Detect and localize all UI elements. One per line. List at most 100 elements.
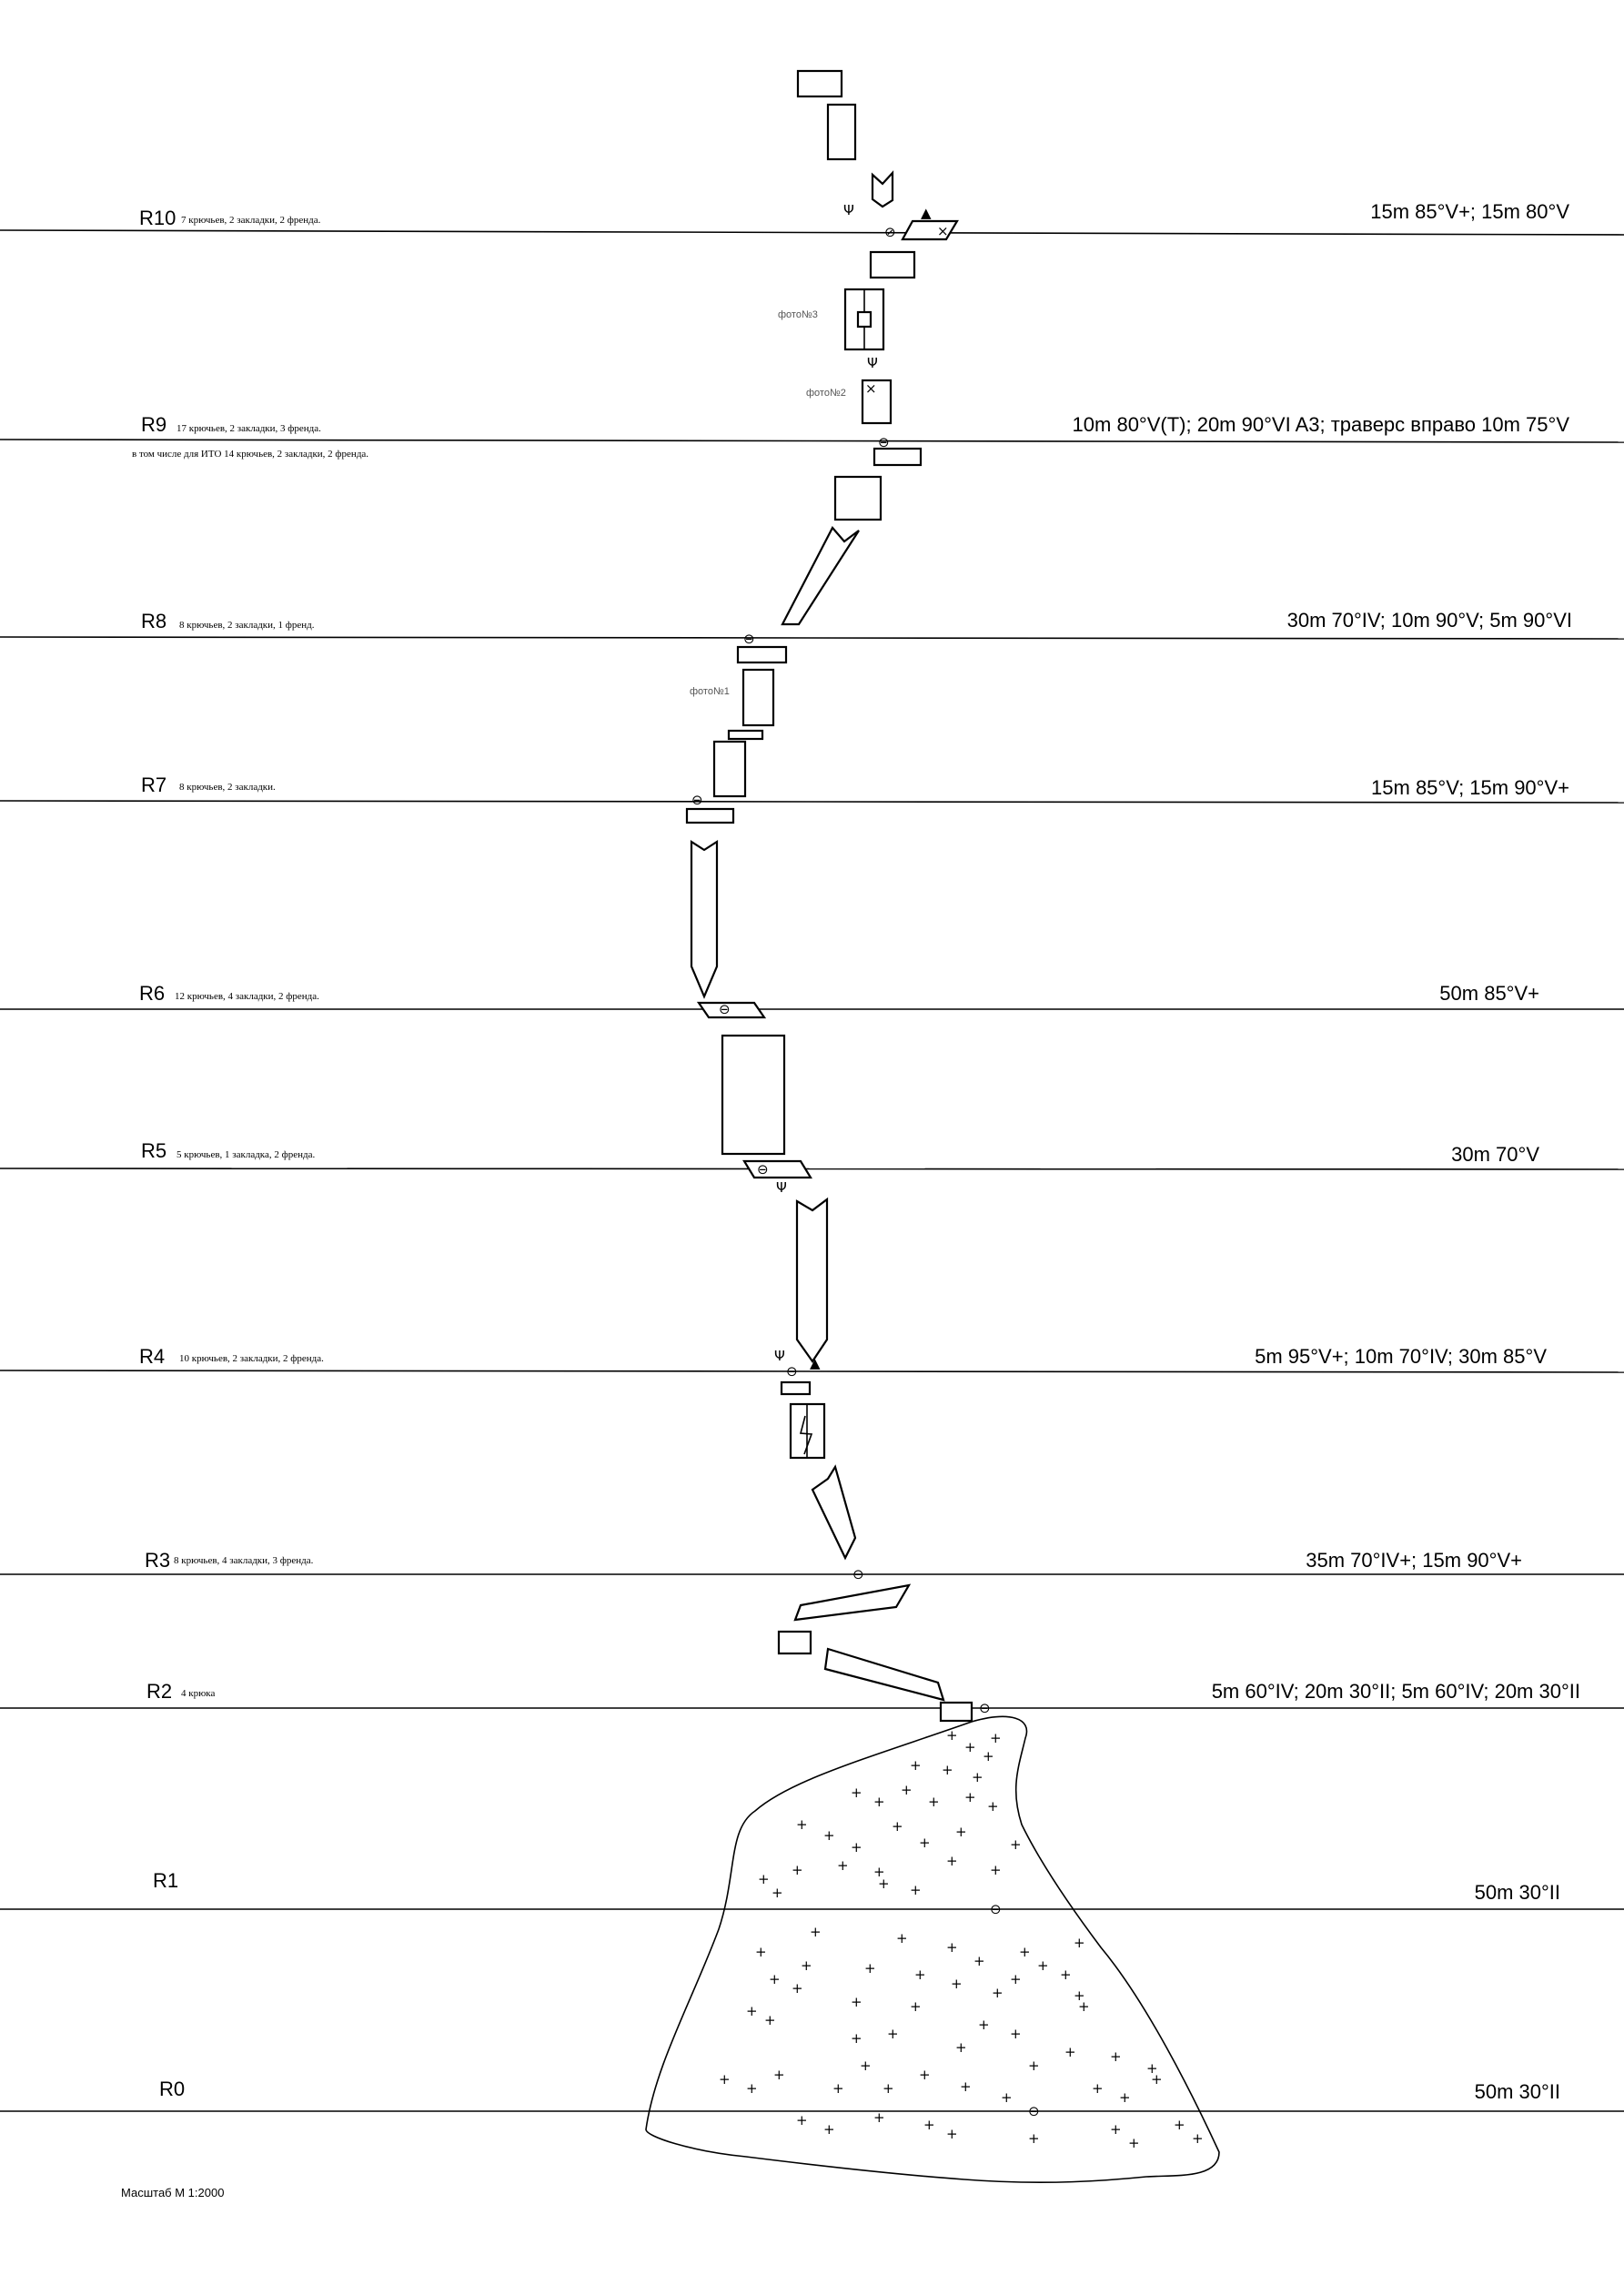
scree-cross-icon: +	[823, 1827, 835, 1844]
scree-cross-icon: +	[983, 1748, 994, 1764]
scree-cross-icon: +	[1110, 2121, 1122, 2138]
scree-cross-icon: +	[1119, 2089, 1131, 2106]
ledge	[736, 645, 788, 664]
pitch-label-r3: R3	[145, 1549, 170, 1572]
scree-cross-icon: +	[990, 1730, 1002, 1746]
scree-cross-icon: +	[910, 1998, 922, 2015]
rock-block	[869, 250, 916, 279]
scree-cross-icon: +	[810, 1924, 822, 1940]
pitch-label-r7: R7	[141, 774, 166, 796]
ledge	[939, 1701, 973, 1723]
scree-cross-icon: +	[873, 2109, 885, 2126]
photo-label-3: фото№3	[778, 309, 818, 320]
pitch-line-r7	[0, 800, 1624, 804]
scree-cross-icon: +	[1174, 2117, 1185, 2133]
chimney-crack	[781, 526, 860, 626]
overhang-roof-icon	[696, 1001, 767, 1019]
scree-cross-icon: +	[946, 1853, 958, 1869]
pitch-line-r4	[0, 1370, 1624, 1373]
scree-cross-icon: +	[964, 1789, 976, 1805]
crack-line	[799, 1415, 813, 1455]
scree-cross-icon: +	[1128, 2135, 1140, 2151]
scree-cross-icon: +	[1037, 1957, 1049, 1974]
pitch-desc-r8: 30m 70°IV; 10m 90°V; 5m 90°VI	[1287, 609, 1572, 632]
scree-cross-icon: +	[887, 2026, 899, 2042]
pitch-descriptions: 15m 85°V+; 15m 80°V 10m 80°V(T); 20m 90°…	[1073, 200, 1580, 2103]
scree-cross-icon: +	[973, 1953, 985, 1969]
pitch-label-r1: R1	[153, 1869, 178, 1892]
pitch-label-r6: R6	[139, 982, 165, 1005]
scree-cross-icon: +	[851, 1839, 862, 1855]
scree-cross-icon: +	[1110, 2048, 1122, 2065]
pitch-labels: R10 7 крючьев, 2 закладки, 2 френда. R9 …	[132, 207, 368, 2100]
ledge	[727, 729, 764, 741]
scree-cross-icon: +	[860, 2058, 872, 2074]
scree-cross-icon: +	[992, 1985, 1004, 2001]
scree-cross-icon: +	[769, 1971, 781, 1987]
scree-cross-icon: +	[837, 1857, 849, 1874]
rock-block	[796, 69, 843, 98]
scree-cross-icon: +	[951, 1976, 963, 1992]
scree-cross-icon: +	[796, 1816, 808, 1833]
pitch-desc-r2: 5m 60°IV; 20m 30°II; 5m 60°IV; 20m 30°II	[1212, 1680, 1580, 1703]
scree-cross-icon: +	[923, 2117, 935, 2133]
pitch-desc-r10: 15m 85°V+; 15m 80°V	[1370, 200, 1569, 223]
crack-corner	[712, 740, 747, 798]
scree-cross-icon: +	[1010, 1971, 1022, 1987]
pitch-desc-r7: 15m 85°V; 15m 90°V+	[1371, 776, 1569, 799]
scree-cross-icon: +	[1010, 1836, 1022, 1853]
belay-station-icon: ⊖	[1028, 2103, 1040, 2119]
crack-corner	[721, 1034, 786, 1156]
pitch-desc-r9: 10m 80°V(T); 20m 90°VI A3; траверс вправ…	[1073, 413, 1570, 436]
scree-cross-icon: +	[746, 2003, 758, 2019]
snow-slope-icon	[645, 1715, 1220, 2184]
pitch-note-r9: 17 крючьев, 2 закладки, 3 френда.	[177, 423, 321, 434]
piton-icon: ▲	[921, 205, 932, 221]
pitch-line-r10	[0, 229, 1624, 236]
scree-cross-icon: +	[772, 1885, 783, 1901]
chimney-crack	[811, 1464, 857, 1561]
pitch-note-r4: 10 крючьев, 2 закладки, 2 френда.	[179, 1353, 324, 1364]
pitch-desc-r1: 50m 30°II	[1475, 1881, 1560, 1904]
ledge	[780, 1380, 812, 1396]
tree-icon: Ψ	[776, 1179, 787, 1196]
belay-station-icon: ⊖	[743, 631, 755, 647]
scree-cross-icon: +	[873, 1864, 885, 1880]
scree-cross-icon: +	[1074, 1987, 1085, 2004]
scree-cross-icon: +	[914, 1967, 926, 1983]
scree-cross-icon: +	[801, 1957, 812, 1974]
pitch-line-r5	[0, 1168, 1624, 1170]
pitch-desc-r3: 35m 70°IV+; 15m 90°V+	[1306, 1549, 1522, 1572]
scree-cross-icon: +	[1001, 2089, 1013, 2106]
scree-cross-icon: +	[1064, 2044, 1076, 2060]
scree-cross-icon: +	[990, 1862, 1002, 1878]
tree-icon: Ψ	[774, 1348, 785, 1364]
pitch-desc-r4: 5m 95°V+; 10m 70°IV; 30m 85°V	[1255, 1345, 1547, 1368]
pitch-label-r2: R2	[146, 1680, 172, 1703]
scree-cross-icon: +	[832, 2080, 844, 2097]
pitch-lines	[0, 229, 1624, 2112]
belay-station-icon: ⊖	[878, 434, 890, 450]
rock-block	[833, 475, 883, 521]
scree-cross-icon: +	[955, 1824, 967, 1840]
scree-cross-icon: +	[758, 1871, 770, 1887]
scree-cross-icon: +	[883, 2080, 894, 2097]
tree-icon: Ψ	[867, 355, 878, 371]
scree-cross-icon: +	[972, 1769, 983, 1785]
pitch-desc-r6: 50m 85°V+	[1439, 982, 1539, 1005]
scree-cross-icon: +	[1028, 2058, 1040, 2074]
dihedral-icon	[871, 170, 894, 208]
pitch-label-r0: R0	[159, 2078, 185, 2100]
scree-cross-icon: +	[1146, 2060, 1158, 2077]
tree-icon: Ψ	[843, 202, 854, 218]
route-features: + + + + + + + + + + + + + + + + + + + + + + + + + + + + + + + + + + + + + + + +…	[645, 69, 1220, 2184]
scree-cross-icon: +	[964, 1739, 976, 1755]
scree-cross-icon: +	[851, 1994, 862, 2010]
scree-cross-icon: +	[910, 1882, 922, 1898]
scree-cross-icon: +	[1192, 2130, 1204, 2147]
scree-cross-icon: +	[1010, 2026, 1022, 2042]
scale-label: Масштаб М 1:2000	[121, 2186, 224, 2199]
scree-cross-icon: +	[892, 1818, 903, 1835]
belay-station-icon: ⊖	[757, 1161, 769, 1178]
ledge	[873, 447, 923, 467]
